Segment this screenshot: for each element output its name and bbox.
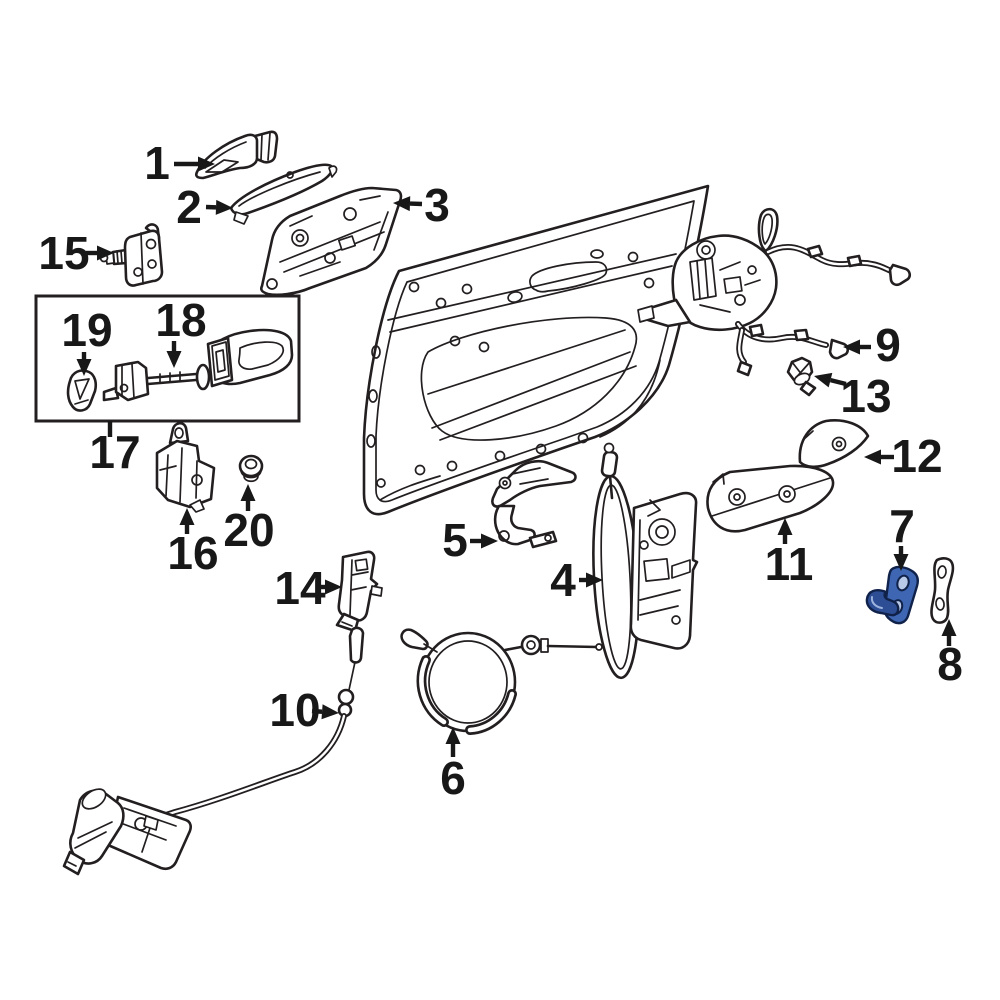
callout-arrowhead [843,339,860,355]
callout-arrowhead [76,359,92,376]
callout-arrowhead [893,554,909,571]
part-14-bracket-drawing [335,550,383,633]
callout-arrowhead [97,245,114,261]
callout-arrowhead [198,156,215,172]
callout-label-8: 8 [937,638,963,690]
callout-label-10: 10 [269,684,320,736]
part-13-bolt-drawing [786,356,817,397]
callout-label-17: 17 [89,426,140,478]
callout-label-1: 1 [144,137,170,189]
callout-arrowhead [777,518,793,535]
part-3-handle-carrier-drawing [259,186,403,297]
callout-arrowhead [941,619,957,636]
callout-label-16: 16 [167,527,218,579]
callout-19: 19 [61,304,113,376]
part-19-grommet-drawing [66,369,98,412]
callout-20: 20 [223,484,275,556]
callout-label-18: 18 [155,294,206,346]
callout-arrowhead [179,508,195,525]
callout-17: 17 [89,421,141,478]
callout-arrowhead [864,449,881,465]
callout-13: 13 [814,370,892,422]
part-4-latch-drawing [592,442,699,680]
callout-15: 15 [38,227,114,279]
callout-16: 16 [167,508,219,579]
callout-arrowhead [814,372,833,388]
callout-leader-line [829,377,847,387]
callout-arrowhead [215,199,233,215]
callout-arrowhead [325,579,342,595]
callout-18: 18 [155,294,207,368]
callout-label-6: 6 [440,752,466,804]
callout-7: 7 [889,500,915,571]
callout-2: 2 [176,181,233,233]
callout-14: 14 [274,562,342,614]
callout-label-11: 11 [765,538,814,590]
callout-label-12: 12 [891,430,942,482]
callout-label-20: 20 [223,504,274,556]
callout-12: 12 [864,430,943,482]
callout-9: 9 [843,319,901,371]
callout-arrowhead [481,533,498,549]
callout-8: 8 [937,619,963,690]
callout-arrowhead [240,484,256,501]
callout-3: 3 [393,179,450,231]
part-11-shield-drawing [706,464,835,533]
callout-label-9: 9 [875,319,901,371]
callout-arrowhead [445,727,461,744]
callout-10: 10 [269,684,339,736]
part-20-nut-drawing [238,454,264,483]
callout-1: 1 [144,137,215,189]
part-2-handle-base-drawing [229,163,338,225]
callout-4: 4 [550,554,603,606]
callout-leader-line [311,708,323,714]
part-15-hinge-bracket-drawing [99,223,164,287]
callout-label-7: 7 [889,500,915,552]
callout-arrowhead [321,704,339,720]
part-12-shield-drawing [798,419,870,469]
callout-6: 6 [440,727,466,804]
part-5-lever-drawing [491,459,577,549]
part-18-door-check-drawing [102,328,294,402]
part-6-cable-loop-drawing [400,628,603,735]
callout-11: 11 [765,518,814,590]
part-10-cable-drawing [62,626,365,876]
callout-label-13: 13 [840,370,891,422]
latch-module-harness-drawing [637,207,912,377]
part-8-shim-drawing [930,557,955,624]
part-1-exterior-handle-drawing [194,130,279,180]
callout-label-4: 4 [550,554,576,606]
callout-arrowhead [166,351,182,368]
callout-label-5: 5 [442,514,468,566]
callout-label-3: 3 [424,179,450,231]
callout-arrowhead [393,196,411,212]
callout-arrowhead [586,572,603,588]
callout-label-14: 14 [274,562,326,614]
part-7-striker-highlighted-drawing [865,565,919,625]
callout-5: 5 [442,514,498,566]
callout-label-19: 19 [61,304,112,356]
callout-label-15: 15 [38,227,89,279]
part-16-hinge-drawing [155,421,216,513]
group-box-17 [34,294,301,423]
callout-label-2: 2 [176,181,202,233]
